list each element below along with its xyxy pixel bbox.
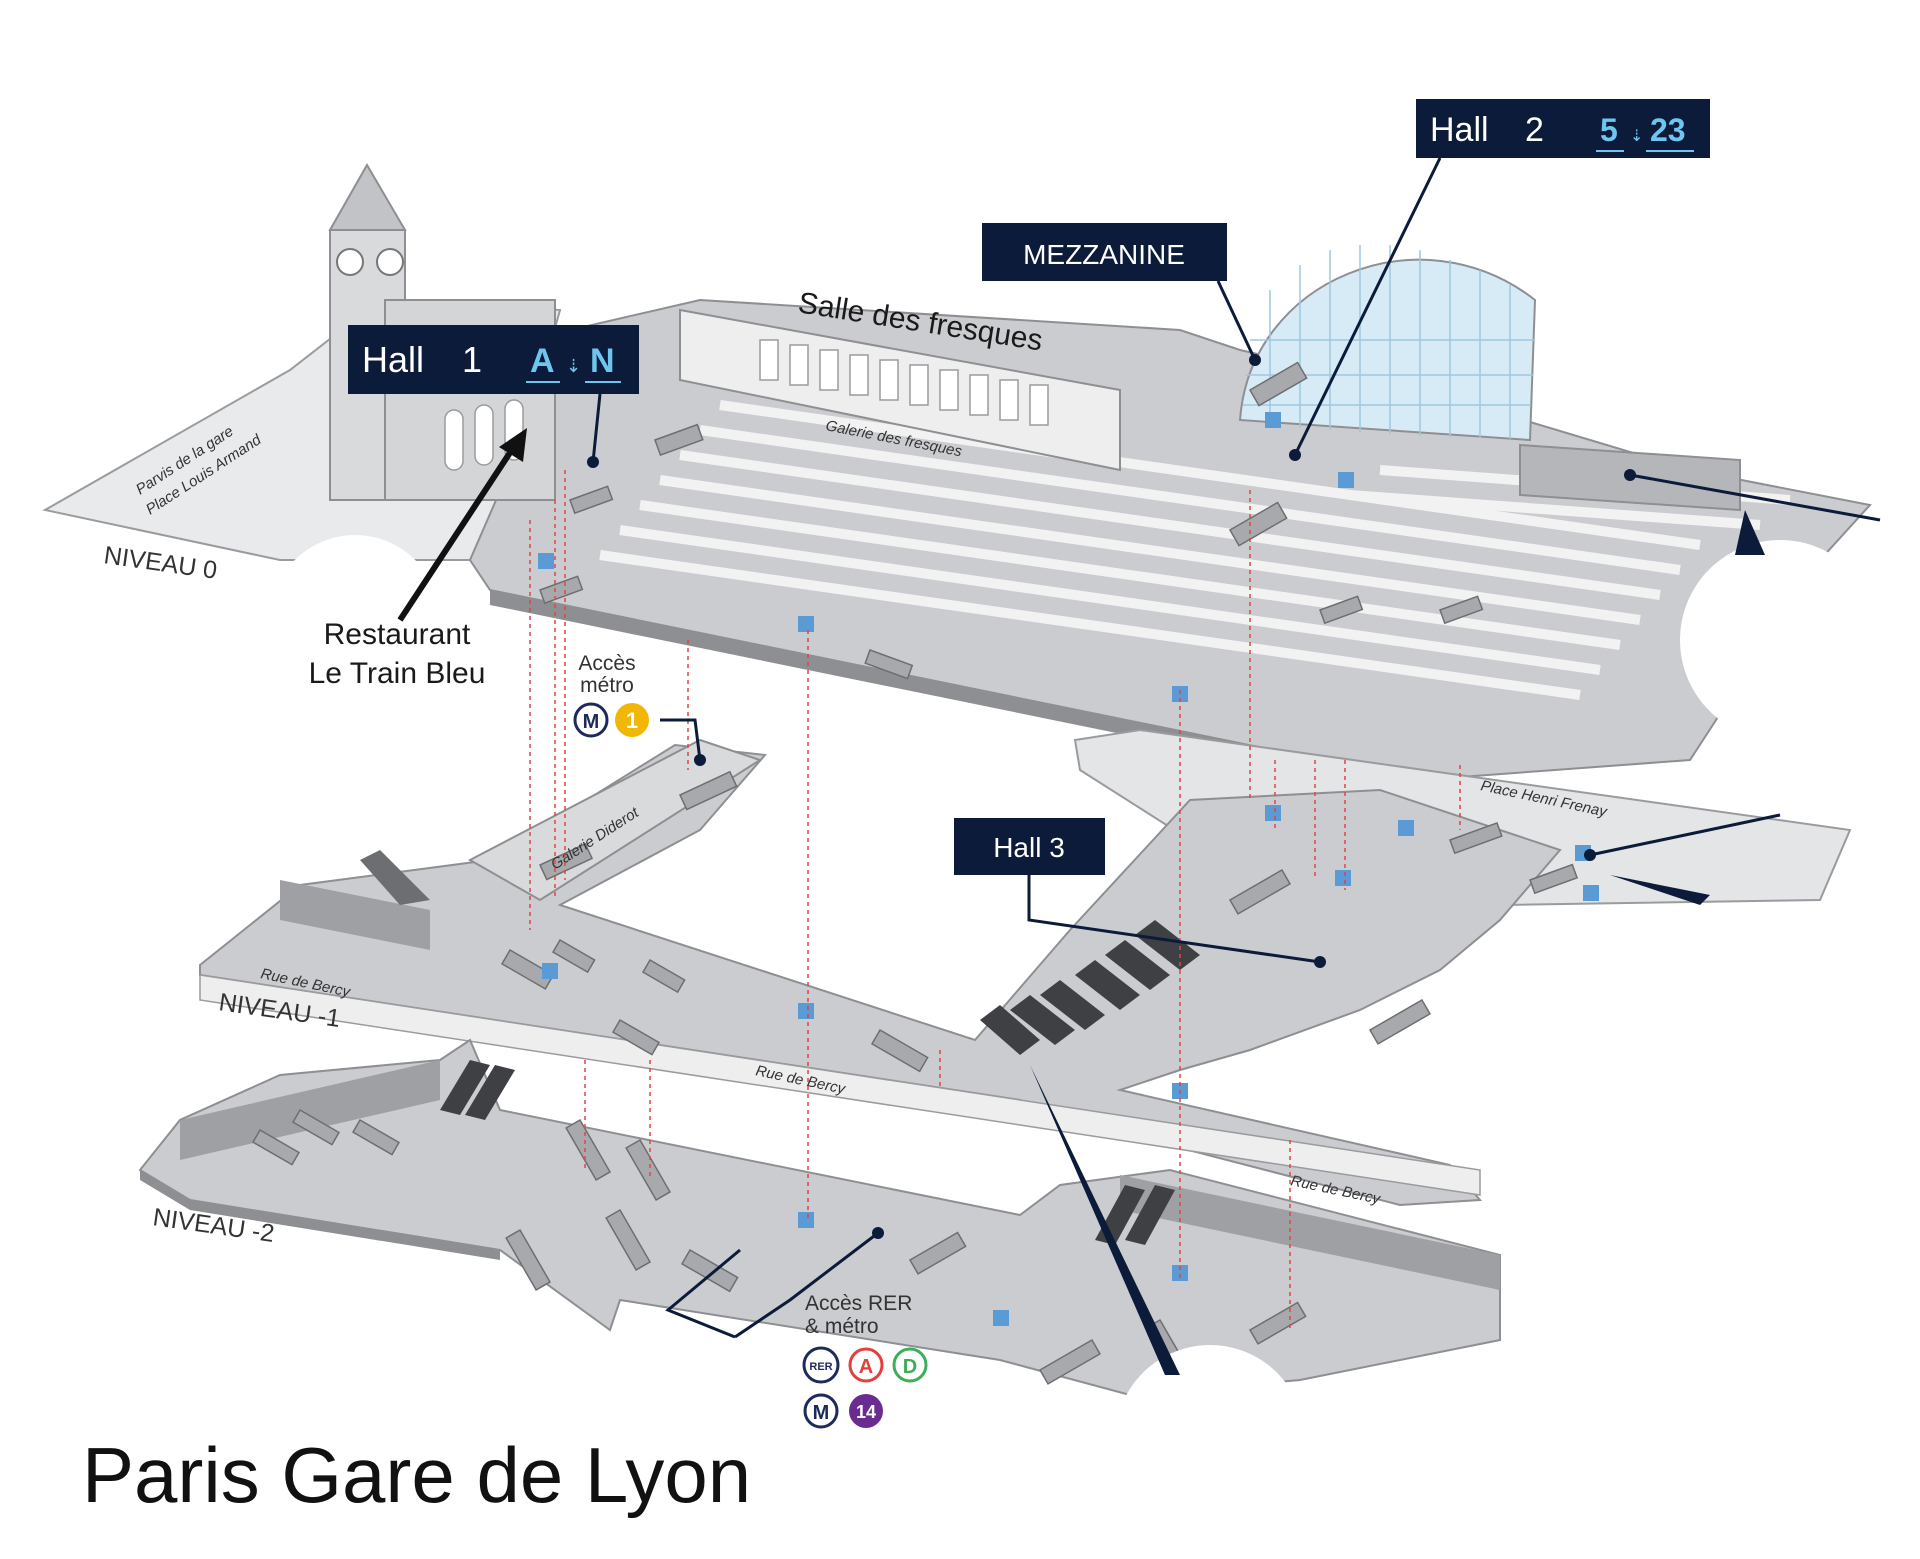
level-minus-2-wall <box>1120 1175 1500 1290</box>
hall-2-track-from: 5 <box>1600 112 1618 148</box>
hall-1-name: Hall <box>362 339 424 380</box>
metro-line-1-badge: 1 <box>615 703 649 737</box>
hall-3-label: Hall 3 <box>954 818 1105 875</box>
mezzanine-text: MEZZANINE <box>1023 239 1185 270</box>
escalator-icon <box>251 1108 1307 1385</box>
hall-2-label: Hall 2 5 ⇣ 23 <box>1416 99 1710 158</box>
escalator-icon <box>539 361 1484 680</box>
rer-a-badge: A <box>848 1347 884 1383</box>
rer-leader <box>734 1231 879 1339</box>
acces-rer-line1: Accès RER <box>805 1292 912 1315</box>
level-minus-1: NIVEAU -1 Rue de Bercy Rue de Bercy Gale… <box>199 728 1852 1207</box>
page-title: Paris Gare de Lyon <box>82 1431 752 1519</box>
elevator-icon <box>798 1212 1188 1326</box>
mezzanine-label: MEZZANINE <box>982 223 1227 281</box>
rer-d-badge: D <box>892 1347 928 1383</box>
cutaway-masks <box>270 535 1880 1535</box>
metro-badge: M <box>573 702 609 738</box>
level-minus-2-edge <box>140 1170 500 1260</box>
rer-d-letter: D <box>903 1356 917 1378</box>
track-arrow-icon: ⇣ <box>566 356 581 376</box>
metro-line-1-number: 1 <box>626 708 638 733</box>
track-stripes <box>599 400 1791 700</box>
hall-1-track-to: N <box>590 342 615 380</box>
elevator-icon <box>538 412 1354 702</box>
leader-dots <box>587 354 1636 1239</box>
leader-lines <box>591 157 1881 1339</box>
metro-icon: M <box>813 1402 830 1424</box>
galerie-diderot-corridor <box>467 738 763 902</box>
metro-line-14-badge: 14 <box>849 1394 883 1428</box>
restaurant-label-line2: Le Train Bleu <box>309 657 486 690</box>
level-0: NIVEAU 0 Parvis de la gare Place Louis A… <box>42 162 1872 795</box>
level-connections <box>529 470 1461 1330</box>
acces-metro-line1: Accès <box>578 652 635 675</box>
level-minus-1-wall <box>280 880 430 950</box>
escalator-bank <box>980 920 1200 1055</box>
hall-1-label: Hall 1 A N ⇣ <box>348 325 639 394</box>
hall-2-track-to: 23 <box>1650 112 1686 148</box>
clock-icon <box>336 248 364 276</box>
acces-metro-line2: métro <box>580 674 634 697</box>
escalator-icon <box>500 770 1579 1073</box>
clock-icon <box>376 248 404 276</box>
hall-2-number: 2 <box>1525 111 1544 149</box>
metro-icon: M <box>583 711 600 733</box>
metro-line-14-number: 14 <box>856 1402 876 1422</box>
level-minus-1-wall <box>360 850 430 905</box>
hall-2-canopy <box>1238 245 1537 442</box>
rue-de-bercy-band <box>199 974 1481 1196</box>
metro-badge-2: M <box>803 1393 839 1429</box>
level-minus-2: NIVEAU -2 Rue de Bercy <box>138 1038 1501 1397</box>
salle-windows <box>759 339 1049 426</box>
level-minus-2-wall <box>180 1060 440 1160</box>
level-0-label: NIVEAU 0 <box>102 541 219 585</box>
escalator-bank <box>440 1060 1175 1245</box>
hall-2-name: Hall <box>1430 111 1489 149</box>
hall-1-track-from: A <box>530 342 555 380</box>
acces-rer-line2: & métro <box>805 1315 879 1338</box>
rer-a-letter: A <box>859 1356 873 1378</box>
hall-1-number: 1 <box>462 339 482 380</box>
restaurant-label-line1: Restaurant <box>324 618 471 651</box>
rer-icon: RER <box>809 1361 832 1373</box>
restaurant-pointer <box>397 428 527 622</box>
hall-3-text: Hall 3 <box>993 832 1065 863</box>
pointer-wedges <box>1030 510 1765 1375</box>
track-arrow-icon: ⇣ <box>1630 128 1643 145</box>
rer-badge: RER <box>802 1346 840 1384</box>
